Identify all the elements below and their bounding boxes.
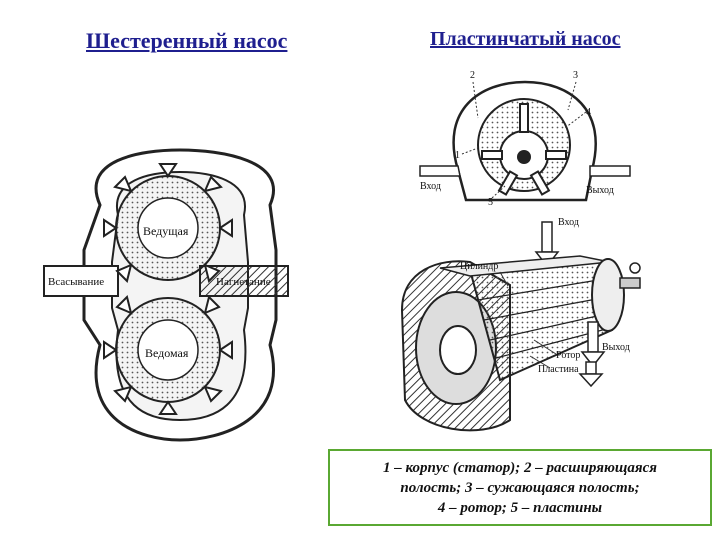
driven-gear-label: Ведомая	[145, 346, 189, 360]
vane-blades-top	[481, 103, 567, 196]
rotor-label: Ротор	[556, 350, 580, 361]
callout-4: 4	[586, 107, 591, 118]
driven-gear	[103, 295, 233, 415]
legend-line-3: 4 – ротор; 5 – пластины	[437, 499, 603, 516]
legend-line-2: полость; 3 – сужающаяся полость;	[400, 479, 640, 496]
vane-outlet-port	[589, 165, 631, 177]
gear-pump-diagram: Ведущая Ведомая Всасывание Нагнетание	[43, 148, 289, 442]
callout-3: 3	[573, 70, 578, 81]
legend-box: 1 – корпус (статор); 2 – расширяющаяся п…	[328, 449, 712, 526]
vane-3d-shaft	[619, 277, 641, 289]
vane-top-inlet-label: Вход	[420, 181, 441, 192]
vane-3d-right-end	[591, 258, 625, 332]
vane-3d-bottom-arrow	[578, 361, 604, 388]
vane-3d-inlet-label: Вход	[558, 217, 579, 228]
driving-gear	[103, 163, 233, 283]
legend-line-1: 1 – корпус (статор); 2 – расширяющаяся	[382, 459, 658, 476]
discharge-label: Нагнетание	[216, 276, 271, 288]
suction-channel	[43, 265, 119, 297]
cylinder-label: Цилиндр	[460, 261, 498, 272]
vane-top-outlet-label: Выход	[586, 185, 614, 196]
vane-pump-shaft	[517, 150, 531, 164]
callout-5: 5	[488, 197, 493, 208]
driving-gear-label: Ведущая	[143, 224, 189, 238]
vane-inlet-port	[419, 165, 461, 177]
suction-label: Всасывание	[48, 276, 104, 288]
gear-pump-title: Шестеренный насос	[86, 28, 288, 53]
vane-3d-outlet-arrow	[580, 321, 606, 368]
vane-pump-title: Пластинчатый насос	[430, 28, 621, 50]
vane-3d-outlet-label: Выход	[602, 342, 630, 353]
callout-1: 1	[455, 150, 460, 161]
vane-label: Пластина	[538, 364, 579, 375]
callout-2: 2	[470, 70, 475, 81]
vane-pump-3d-diagram: Вход Цилиндр Выход Ротор Пластина	[400, 217, 641, 432]
vane-pump-top-diagram: 1 2 3 4 5 Вход Выход	[419, 70, 631, 208]
